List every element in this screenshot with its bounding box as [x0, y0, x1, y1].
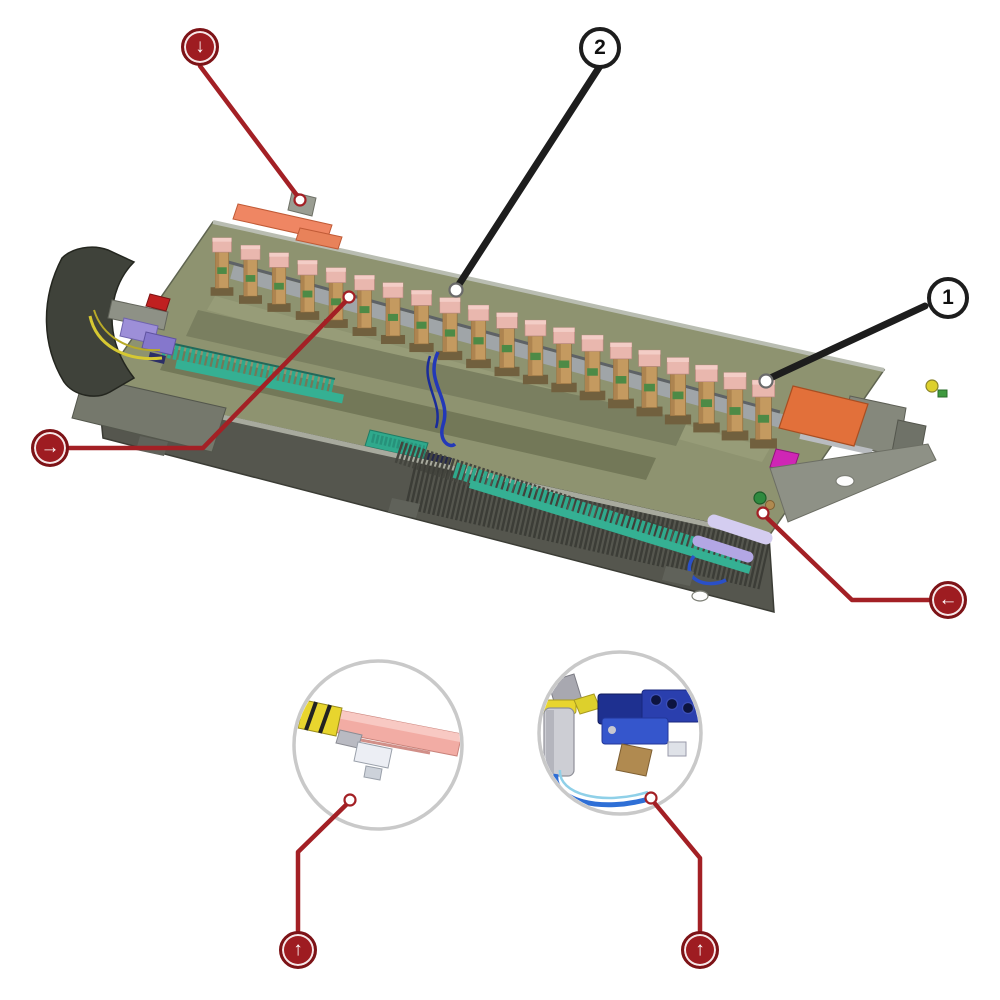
blue-wire [432, 351, 457, 448]
foot-tab [662, 566, 694, 586]
leader-line-bottom-right [649, 797, 703, 934]
needle-module [210, 237, 234, 296]
leader-dot [343, 793, 357, 807]
needle-module [437, 297, 463, 361]
teal-strip-edge [164, 341, 336, 380]
valve-screw [608, 726, 616, 734]
port [665, 697, 679, 711]
teal-flat-bar [175, 359, 344, 404]
needle-module [352, 274, 377, 336]
valve-body [601, 717, 669, 745]
leader-dot [293, 193, 307, 207]
arrow-up-icon: ↑ [293, 939, 303, 960]
foot-tab [388, 498, 420, 518]
leader-line-bottom-left [295, 799, 352, 934]
blue-tube-highlight [558, 769, 649, 800]
port [681, 701, 695, 715]
lavender-cylinder [707, 514, 773, 545]
mounting-hole [691, 590, 709, 602]
needle-module [693, 364, 720, 433]
needle-module [380, 282, 406, 345]
callout-badge-2: 2 [579, 27, 621, 69]
brass-block [615, 743, 653, 777]
gray-arm [107, 299, 169, 331]
needle-module [721, 372, 749, 441]
machine-assembly [45, 191, 948, 613]
needle-module [466, 304, 491, 369]
detail-arrow-right: ← [929, 581, 967, 619]
cylinder-shade [546, 710, 554, 774]
leader-dot [756, 506, 770, 520]
detail-inset-rail [292, 659, 464, 831]
white-connector [667, 741, 687, 757]
leader-dot [448, 282, 464, 298]
right-orange-rail [778, 385, 869, 447]
red-lever [145, 293, 171, 312]
needle-module [522, 319, 549, 385]
detail-arrow-bottom-right: ↑ [681, 931, 719, 969]
inset-ring [292, 659, 464, 831]
left-sub-plate [71, 375, 227, 453]
rail-slot [349, 736, 431, 755]
callout-label-1: 1 [942, 286, 954, 309]
leader-dot [758, 373, 774, 389]
deck-channel [160, 348, 656, 480]
needle-module [409, 289, 434, 353]
needle-module [608, 342, 634, 409]
leader-line-top-left [197, 63, 302, 201]
brass-fitting [765, 500, 775, 510]
leader-line-right [761, 512, 932, 603]
mounting-hole [835, 474, 855, 488]
needle-module [267, 252, 291, 312]
needle-module [664, 357, 692, 425]
arrow-right-icon: → [40, 437, 60, 458]
arrow-up-icon: ↑ [695, 939, 705, 960]
needle-module [579, 334, 606, 401]
needle-module [295, 260, 320, 320]
needle-module [238, 245, 263, 304]
port [649, 693, 663, 707]
yellow-wire [88, 315, 163, 361]
blue-wire [687, 554, 727, 586]
leader-line-callout-1 [762, 302, 929, 384]
deck-channel [186, 310, 688, 446]
green-knob [937, 389, 948, 398]
arrow-down-icon: ↓ [195, 36, 205, 57]
callout-label-2: 2 [594, 36, 606, 59]
teal-flat-bar [468, 480, 752, 574]
lavender-cylinder [692, 535, 754, 563]
white-bracket [353, 741, 393, 769]
teal-brush-strip [452, 462, 745, 568]
hazard-stripe [318, 704, 332, 734]
needle-module [636, 349, 663, 417]
leader-lines [66, 62, 932, 934]
detail-arrow-bottom-left: ↑ [279, 931, 317, 969]
needle-module [551, 327, 577, 393]
white-bracket-tab [363, 765, 383, 781]
yellow-wire [93, 309, 161, 352]
module-row [210, 237, 777, 449]
valve-fitting [753, 491, 767, 505]
clamp-rail-top [316, 706, 460, 742]
arrow-left-icon: ← [938, 589, 958, 610]
hazard-stripe [304, 701, 318, 731]
leader-line-left [66, 296, 351, 451]
detail-arrow-left: → [31, 429, 69, 467]
blue-wire [426, 355, 439, 429]
detail-inset-valve [537, 650, 703, 816]
leader-dot [342, 290, 356, 304]
piston-rod [799, 433, 873, 455]
leader-line-callout-2 [452, 62, 604, 293]
orange-slat [295, 227, 343, 250]
needle-module [494, 312, 520, 377]
yellow-knob [925, 379, 939, 393]
leader-dot [644, 791, 658, 805]
detail-arrow-top-left: ↓ [181, 28, 219, 66]
callout-badge-1: 1 [927, 277, 969, 319]
teal-brush-strip [161, 341, 335, 394]
